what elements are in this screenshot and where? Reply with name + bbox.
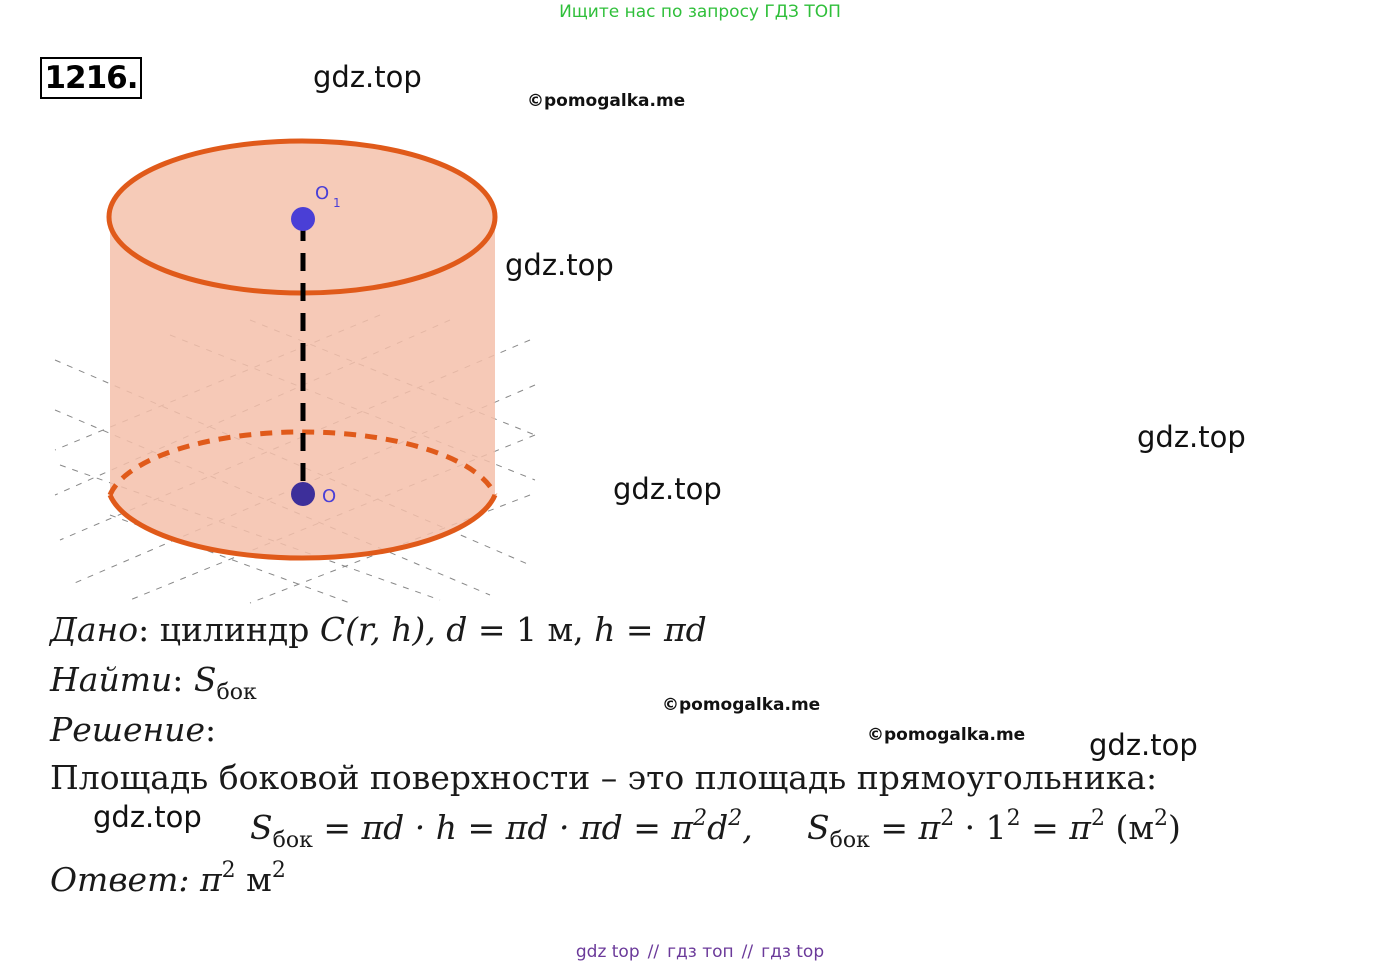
footer-separator: // [647, 942, 660, 962]
point-o [291, 482, 315, 506]
formula2-pow2: 2 [1006, 806, 1021, 831]
formula2-s: S [807, 808, 830, 847]
find-line: Найти: Sбок [50, 660, 257, 705]
watermark-gdz: gdz.top [1137, 420, 1246, 454]
given-eq: = 1 м, [467, 610, 595, 649]
formula2-eq: = π [1020, 808, 1091, 847]
formula2-pow3: 2 [1090, 806, 1105, 831]
watermark-copyright: ©pomogalka.me [867, 725, 1026, 745]
cylinder-figure: O 1 O [54, 138, 536, 604]
solution-label: Решение [50, 710, 206, 749]
footer-separator: // [741, 942, 754, 962]
formula1-tail: , [742, 808, 753, 847]
bottom-base-back [107, 429, 498, 496]
answer-line: Ответ: π2 м2 [50, 858, 286, 899]
find-s: S [193, 660, 217, 699]
formula1-pow1: 2 [693, 806, 708, 831]
solution-line: Решение: [50, 710, 216, 749]
answer-pow2: 2 [271, 858, 286, 883]
point-o1 [291, 207, 315, 231]
search-banner: Ищите нас по запросу ГДЗ ТОП [559, 2, 841, 22]
watermark-gdz: gdz.top [505, 248, 614, 282]
formula1-pow2: 2 [728, 806, 743, 831]
watermark-copyright: ©pomogalka.me [662, 695, 821, 715]
footer-link-gdz-top[interactable]: gdz top [575, 942, 640, 962]
answer-unit: м [235, 860, 272, 899]
formula2-pow1: 2 [940, 806, 955, 831]
given-eq2: = πd [615, 610, 707, 649]
var-h: h [594, 610, 616, 649]
watermark-gdz: gdz.top [613, 472, 722, 506]
formula2-mid: · 1 [954, 808, 1007, 847]
formula2-body: = π [869, 808, 941, 847]
find-colon: : [172, 660, 194, 699]
explanation-line: Площадь боковой поверхности – это площад… [50, 758, 1158, 797]
var-d: d [446, 610, 468, 649]
formula2-pow4: 2 [1154, 806, 1169, 831]
label-o1-sub: 1 [333, 196, 341, 210]
watermark-gdz: gdz.top [1089, 728, 1198, 762]
task-number: 1216. [40, 57, 142, 99]
answer-value: : π [178, 860, 222, 899]
footer-link-gdz-top-mixed[interactable]: гдз top [761, 942, 825, 962]
footer-link-gdz-top-ru[interactable]: гдз топ [667, 942, 734, 962]
given-label: Дано [50, 610, 139, 649]
watermark-copyright: ©pomogalka.me [527, 91, 686, 111]
given-text: : цилиндр [138, 610, 320, 649]
formula1-d: d [707, 808, 729, 847]
formula2-close: ) [1168, 808, 1181, 847]
find-label: Найти [50, 660, 173, 699]
footer-links: gdz top // гдз топ // гдз top [0, 942, 1400, 962]
given-line: Дано: цилиндр C(r, h), d = 1 м, h = πd [50, 610, 707, 649]
label-o1: O [315, 183, 329, 204]
answer-label: Ответ [50, 860, 179, 899]
bottom-base-front [107, 494, 498, 561]
find-sub: бок [216, 680, 257, 705]
formula2-sub: бок [829, 828, 870, 853]
answer-pow1: 2 [221, 858, 236, 883]
watermark-gdz: gdz.top [93, 800, 202, 834]
watermark-gdz: gdz.top [313, 60, 422, 94]
label-o: O [322, 486, 336, 507]
formula1-sub: бок [272, 828, 313, 853]
formula2-unit: (м [1104, 808, 1155, 847]
formula-lateral-area: Sбок = πd · h = πd · πd = π2d2, [250, 806, 753, 853]
solution-colon: : [205, 710, 217, 749]
formula1-s: S [250, 808, 273, 847]
cylinder-symbol: C [319, 610, 346, 649]
cylinder-args: (r, h), [345, 610, 447, 649]
formula-lateral-value: Sбок = π2 · 12 = π2 (м2) [807, 806, 1181, 853]
formula1-body: = πd · h = πd · πd = π [312, 808, 694, 847]
